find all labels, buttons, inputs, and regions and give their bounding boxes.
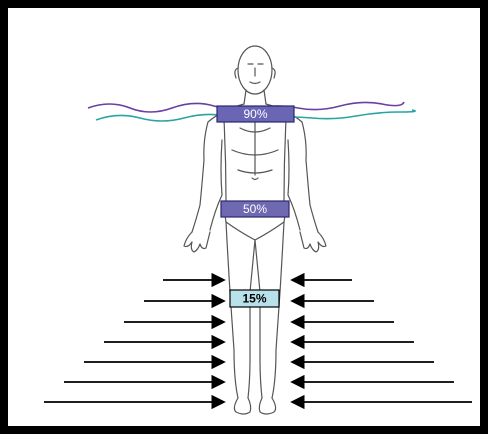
band-knees-label: 15%: [242, 292, 266, 306]
band-chest-label: 90%: [243, 107, 267, 121]
band-hips: 50%: [221, 201, 289, 217]
band-chest: 90%: [217, 106, 294, 122]
band-hips-label: 50%: [243, 202, 267, 216]
band-knees: 15%: [230, 290, 279, 307]
